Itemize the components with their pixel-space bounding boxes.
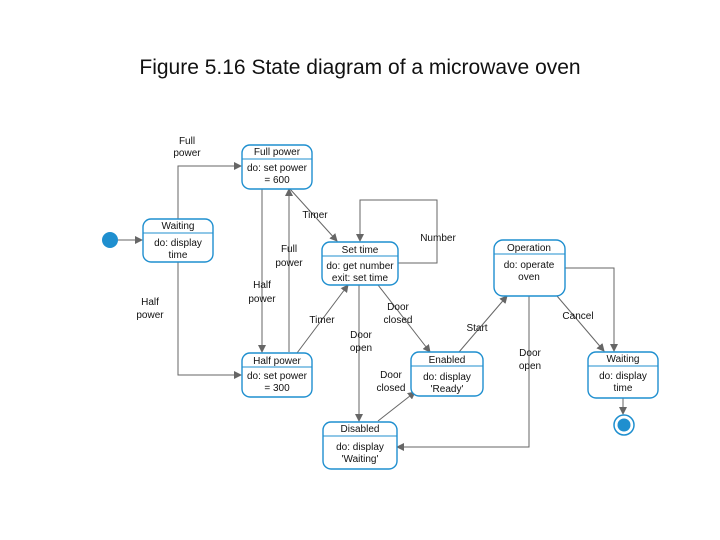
edge-waiting-to-full-power bbox=[177, 162, 242, 219]
state-activity-line: time bbox=[614, 383, 633, 394]
transition-label: Door bbox=[350, 330, 372, 341]
transition-label: power bbox=[136, 310, 164, 321]
transition-label: Number bbox=[420, 233, 456, 244]
label-timer-from-full: Timer bbox=[302, 210, 328, 221]
edge-operation-cancel-to-waiting bbox=[556, 295, 605, 352]
label-door-closed-settime: Door closed bbox=[384, 302, 413, 326]
state-set-time: Set time do: get number exit: set time bbox=[321, 241, 399, 286]
state-activity-line: 'Ready' bbox=[431, 384, 464, 395]
state-activity-line: do: get number bbox=[326, 261, 394, 272]
state-name: Full power bbox=[254, 147, 301, 158]
transition-label: Half bbox=[253, 280, 271, 291]
state-activity-line: = 300 bbox=[264, 383, 290, 394]
label-cancel: Cancel bbox=[562, 311, 593, 322]
edge-disabled-to-enabled bbox=[377, 391, 416, 422]
figure-title: Figure 5.16 State diagram of a microwave… bbox=[139, 56, 581, 79]
label-full-power-mid: Full power bbox=[275, 244, 303, 269]
transition-label: Timer bbox=[309, 315, 335, 326]
state-full-power: Full power do: set power = 600 bbox=[241, 144, 313, 190]
label-half-power-mid: Half power bbox=[248, 280, 276, 305]
label-number: Number bbox=[420, 233, 456, 244]
transition-label: closed bbox=[377, 383, 406, 394]
label-full-power-top: Full power bbox=[173, 136, 201, 159]
transition-label: open bbox=[519, 361, 541, 372]
edge-set-time-to-enabled bbox=[377, 284, 431, 353]
state-name: Waiting bbox=[162, 221, 195, 232]
transition-label: Door bbox=[387, 302, 409, 313]
initial-state-node bbox=[102, 232, 118, 248]
state-activity-line: 'Waiting' bbox=[342, 454, 379, 465]
label-timer-from-half: Timer bbox=[309, 315, 335, 326]
state-waiting-final: Waiting do: display time bbox=[587, 351, 659, 399]
state-activity-line: do: display bbox=[599, 371, 647, 382]
state-activity-line: do: set power bbox=[247, 163, 308, 174]
state-activity-line: = 600 bbox=[264, 175, 290, 186]
transition-label: power bbox=[248, 294, 276, 305]
transition-label: power bbox=[275, 258, 303, 269]
state-activity-line: do: display bbox=[336, 442, 384, 453]
state-disabled: Disabled do: display 'Waiting' bbox=[322, 421, 398, 470]
transition-label: Half bbox=[141, 297, 159, 308]
edge-operation-to-disabled bbox=[396, 296, 530, 451]
label-start: Start bbox=[466, 323, 487, 334]
edge-set-time-self-loop bbox=[356, 199, 438, 264]
final-state-node bbox=[613, 414, 635, 436]
edge-waiting-to-half-power bbox=[177, 262, 242, 379]
state-activity-line: exit: set time bbox=[332, 273, 389, 284]
transition-label: power bbox=[173, 148, 201, 159]
state-half-power: Half power do: set power = 300 bbox=[241, 352, 313, 398]
transition-label: Full bbox=[179, 136, 195, 147]
state-activity-line: do: set power bbox=[247, 371, 308, 382]
state-waiting-initial: Waiting do: display time bbox=[142, 218, 214, 263]
state-name: Operation bbox=[507, 243, 551, 254]
transition-label: Full bbox=[281, 244, 297, 255]
label-half-power-left: Half power bbox=[136, 297, 164, 321]
transition-label: open bbox=[350, 343, 372, 354]
edge-enabled-to-operation bbox=[458, 295, 508, 353]
label-door-open-settime: Door open bbox=[350, 330, 373, 354]
edge-half-power-to-set-time bbox=[296, 284, 349, 354]
transition-label: Start bbox=[466, 323, 487, 334]
state-name: Set time bbox=[342, 245, 379, 256]
transition-label: Door bbox=[519, 348, 541, 359]
transition-label: Timer bbox=[302, 210, 328, 221]
state-name: Waiting bbox=[607, 354, 640, 365]
transition-label: Door bbox=[380, 370, 402, 381]
state-activity-line: do: display bbox=[154, 238, 202, 249]
transition-label: closed bbox=[384, 315, 413, 326]
state-activity-line: do: operate bbox=[504, 260, 555, 271]
state-activity-line: do: display bbox=[423, 372, 471, 383]
state-activity-line: oven bbox=[518, 272, 540, 283]
state-name: Half power bbox=[253, 356, 301, 367]
edge-operation-to-waiting bbox=[565, 267, 618, 352]
state-name: Disabled bbox=[341, 424, 380, 435]
state-enabled: Enabled do: display 'Ready' bbox=[410, 351, 484, 397]
edge-full-power-to-set-time bbox=[289, 188, 338, 242]
state-name: Enabled bbox=[429, 355, 466, 366]
state-operation: Operation do: operate oven bbox=[493, 239, 566, 297]
transition-label: Cancel bbox=[562, 311, 593, 322]
label-door-open-operation: Door open bbox=[519, 348, 542, 372]
state-activity-line: time bbox=[169, 250, 188, 261]
label-door-closed-disabled: Door closed bbox=[377, 370, 406, 394]
